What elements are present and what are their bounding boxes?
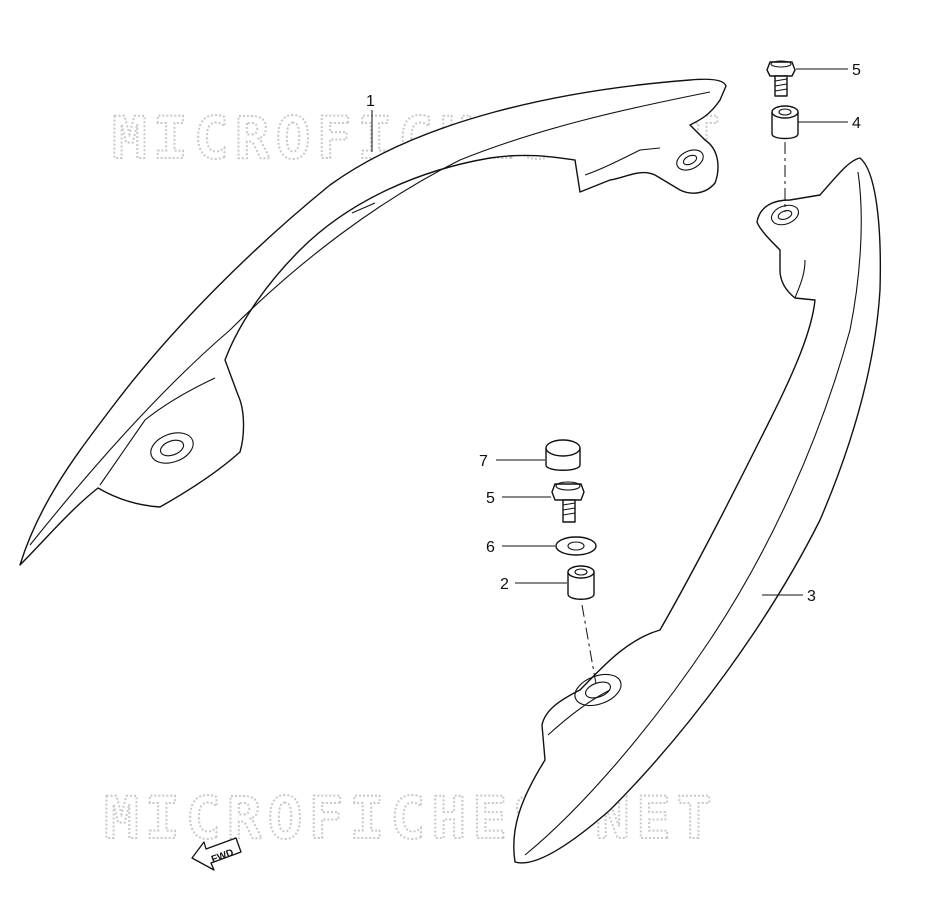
callout-6: 6 [486,539,495,556]
callout-3: 3 [807,588,816,605]
spacer-top [771,105,799,140]
spacer-mid [567,565,595,600]
callout-2: 2 [500,576,509,593]
callout-4: 4 [852,115,861,132]
grab-rail-left [19,78,727,566]
callout-1: 1 [366,93,375,110]
bolt-top [766,60,796,97]
callout-5-mid: 5 [486,490,495,507]
grab-rail-right [513,157,882,864]
cap [545,439,581,471]
assembly-line-mid [581,604,597,685]
callout-7: 7 [479,453,488,470]
bolt-mid [551,481,585,523]
callout-5-top: 5 [852,62,861,79]
washer [555,536,597,556]
